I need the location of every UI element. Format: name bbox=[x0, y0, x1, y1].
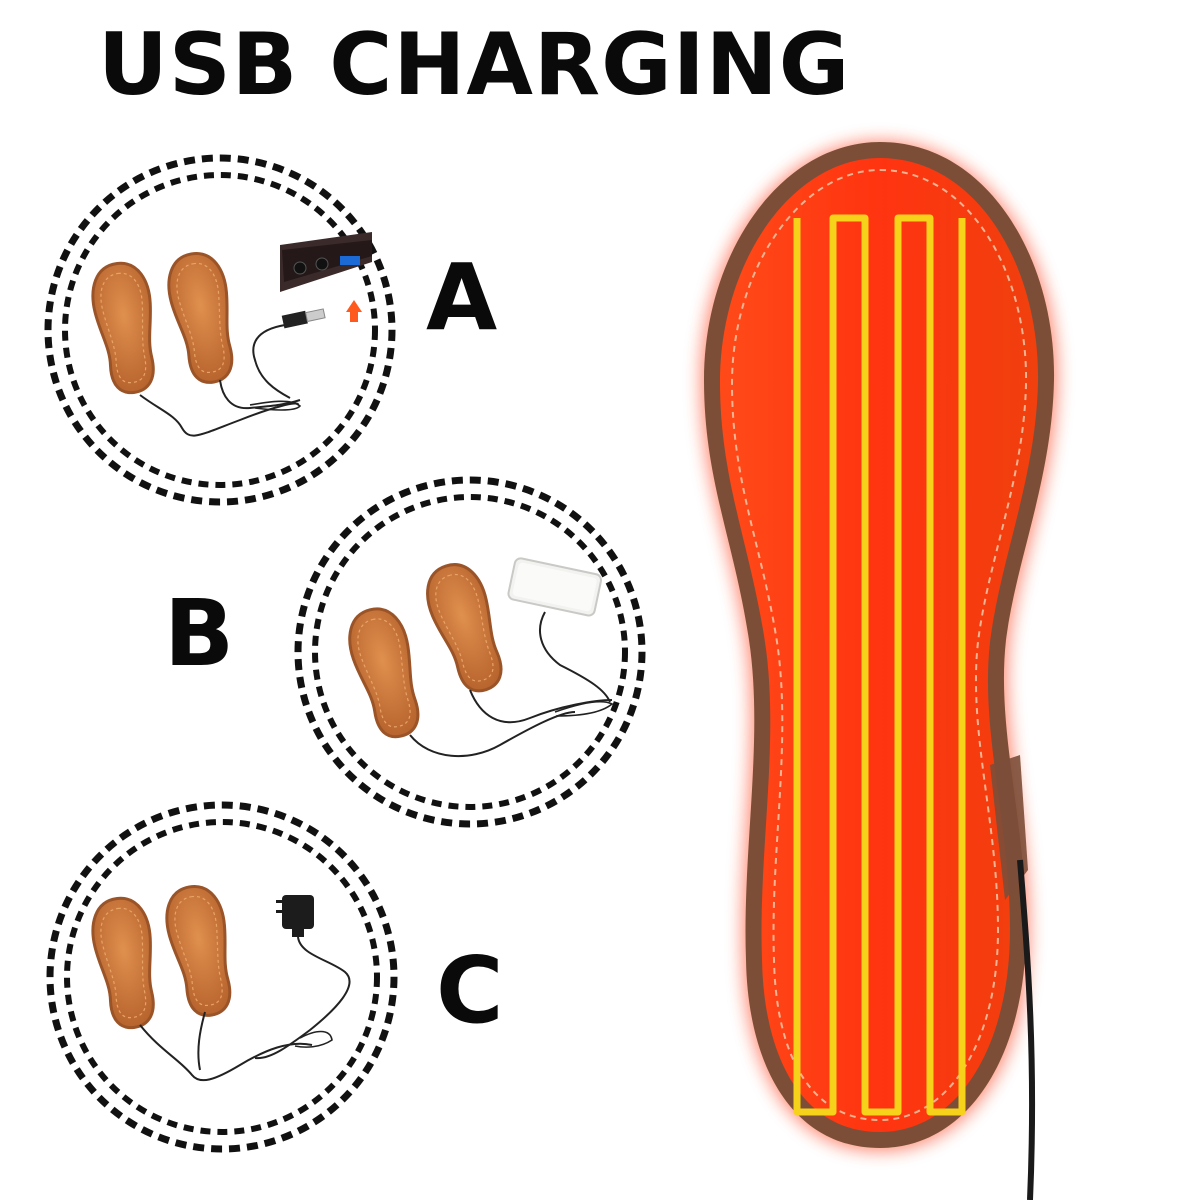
option-b-illustration bbox=[294, 476, 646, 828]
option-c-label: C bbox=[436, 937, 504, 1044]
laptop-icon bbox=[280, 232, 372, 322]
usb-plug-icon bbox=[281, 308, 326, 329]
option-c-outer-dashed-ring bbox=[46, 801, 398, 1153]
power-cable bbox=[1017, 859, 1036, 1200]
option-c-inner-dashed-ring bbox=[64, 819, 380, 1135]
heated-insole-illustration bbox=[700, 140, 1059, 1200]
insole-stitching bbox=[730, 168, 1028, 1122]
wall-adapter-icon bbox=[276, 895, 314, 937]
option-a-outer-dashed-ring bbox=[44, 154, 396, 506]
option-a-illustration bbox=[44, 154, 396, 506]
option-b-inner-dashed-ring bbox=[312, 494, 628, 810]
option-c-illustration bbox=[46, 801, 398, 1153]
power-bank-icon bbox=[507, 557, 603, 617]
page-title: USB CHARGING bbox=[98, 15, 851, 115]
heating-wire bbox=[793, 214, 966, 1116]
option-b-label: B bbox=[164, 580, 235, 687]
option-a-label: A bbox=[426, 244, 498, 351]
option-a-inner-dashed-ring bbox=[62, 172, 378, 488]
usb-port-icon bbox=[340, 256, 360, 265]
option-b-outer-dashed-ring bbox=[294, 476, 646, 828]
